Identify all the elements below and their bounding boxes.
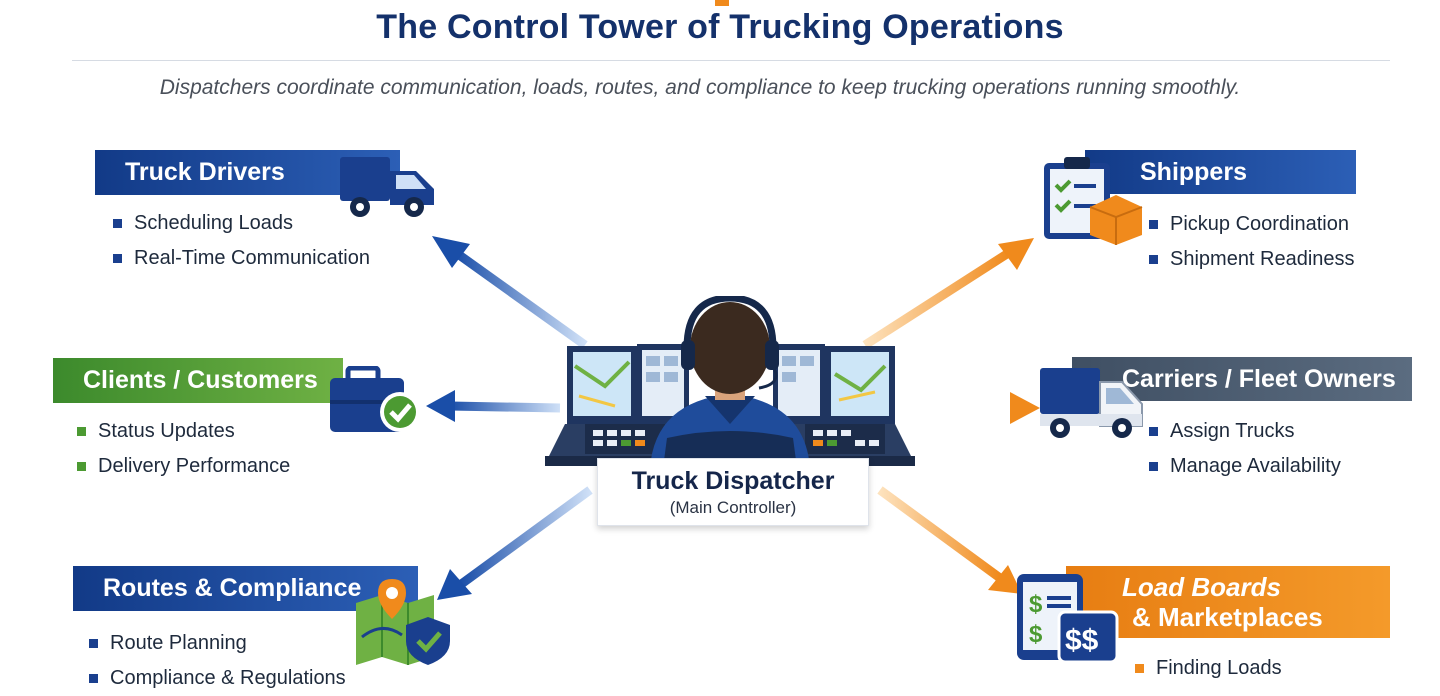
list-item: Delivery Performance (77, 449, 290, 484)
carriers-banner: Carriers / Fleet Owners (1072, 357, 1412, 401)
clipboard-package-icon (1044, 157, 1143, 245)
list-item-text: Delivery Performance (98, 455, 291, 477)
list-item-text: Route Planning (110, 632, 247, 654)
list-item-text: Assign Trucks (1170, 420, 1295, 442)
list-item-text: Compliance & Regulations (110, 667, 346, 689)
load-boards-banner: Load Boards & Marketplaces (1066, 566, 1390, 638)
arrow-to-truck-drivers (432, 236, 588, 349)
truck-drivers-title: Truck Drivers (125, 158, 285, 186)
load-boards-list: Finding Loads (1135, 651, 1282, 686)
routes-title: Routes & Compliance (103, 574, 362, 602)
shippers-title: Shippers (1140, 157, 1247, 186)
center-title: Truck Dispatcher (631, 467, 835, 495)
bullet-square (1149, 255, 1158, 264)
load-boards-title-line2: & Marketplaces (1132, 602, 1323, 632)
svg-text:$: $ (1029, 621, 1043, 648)
list-item-text: Finding Loads (1156, 657, 1282, 679)
box-truck-icon (1040, 368, 1143, 438)
briefcase-check-icon (330, 366, 420, 432)
title-divider (72, 60, 1390, 61)
shippers-list: Pickup Coordination Shipment Readiness (1149, 207, 1355, 277)
load-boards-title-line1: Load Boards (1122, 572, 1281, 602)
list-item-text: Shipment Readiness (1170, 248, 1355, 270)
list-item-text: Real-Time Communication (134, 247, 370, 269)
svg-text:$: $ (1029, 591, 1043, 618)
dollar-tablet-icon: $ $ $$ (1017, 574, 1119, 664)
arrow-to-carriers (905, 392, 1040, 424)
list-item: Route Planning (89, 626, 346, 661)
clients-list: Status Updates Delivery Performance (77, 414, 290, 484)
carriers-title: Carriers / Fleet Owners (1122, 364, 1396, 393)
bullet-square (77, 427, 86, 436)
center-node: Truck Dispatcher (Main Controller) (597, 458, 869, 526)
bullet-square (1149, 220, 1158, 229)
arrow-to-clients (426, 390, 561, 422)
svg-text:$$: $$ (1065, 624, 1099, 657)
bullet-square (113, 219, 122, 228)
list-item: Finding Loads (1135, 651, 1282, 686)
list-item: Pickup Coordination (1149, 207, 1355, 242)
list-item: Status Updates (77, 414, 290, 449)
center-subtitle: (Main Controller) (669, 498, 797, 517)
list-item-text: Pickup Coordination (1170, 213, 1349, 235)
clients-title: Clients / Customers (83, 366, 318, 394)
arrow-to-shippers (862, 238, 1034, 349)
list-item: Manage Availability (1149, 449, 1341, 484)
bullet-square (89, 674, 98, 683)
shippers-banner: Shippers (1085, 150, 1356, 194)
arrow-to-load-boards (877, 486, 1022, 594)
bullet-square (77, 462, 86, 471)
title-accent-bar (715, 0, 729, 6)
page-title: The Control Tower of Trucking Operations (376, 8, 1064, 46)
page-subtitle: Dispatchers coordinate communication, lo… (159, 76, 1241, 99)
list-item-text: Scheduling Loads (134, 212, 294, 234)
routes-list: Route Planning Compliance & Regulations (89, 626, 346, 696)
delivery-truck-icon (340, 157, 434, 217)
map-pin-shield-icon (356, 579, 450, 665)
list-item-text: Manage Availability (1170, 455, 1341, 477)
clients-banner: Clients / Customers (53, 358, 343, 403)
arrow-to-routes (437, 486, 593, 600)
bullet-square (113, 254, 122, 263)
bullet-square (1149, 462, 1158, 471)
list-item: Compliance & Regulations (89, 661, 346, 696)
list-item: Scheduling Loads (113, 206, 370, 241)
carriers-list: Assign Trucks Manage Availability (1149, 414, 1341, 484)
list-item: Assign Trucks (1149, 414, 1341, 449)
bullet-square (89, 639, 98, 648)
bullet-square (1149, 427, 1158, 436)
list-item: Real-Time Communication (113, 241, 370, 276)
dispatcher-console-illustration (545, 296, 915, 468)
list-item-text: Status Updates (98, 420, 235, 442)
list-item: Shipment Readiness (1149, 242, 1355, 277)
truck-drivers-list: Scheduling Loads Real-Time Communication (113, 206, 370, 276)
bullet-square (1135, 664, 1144, 673)
